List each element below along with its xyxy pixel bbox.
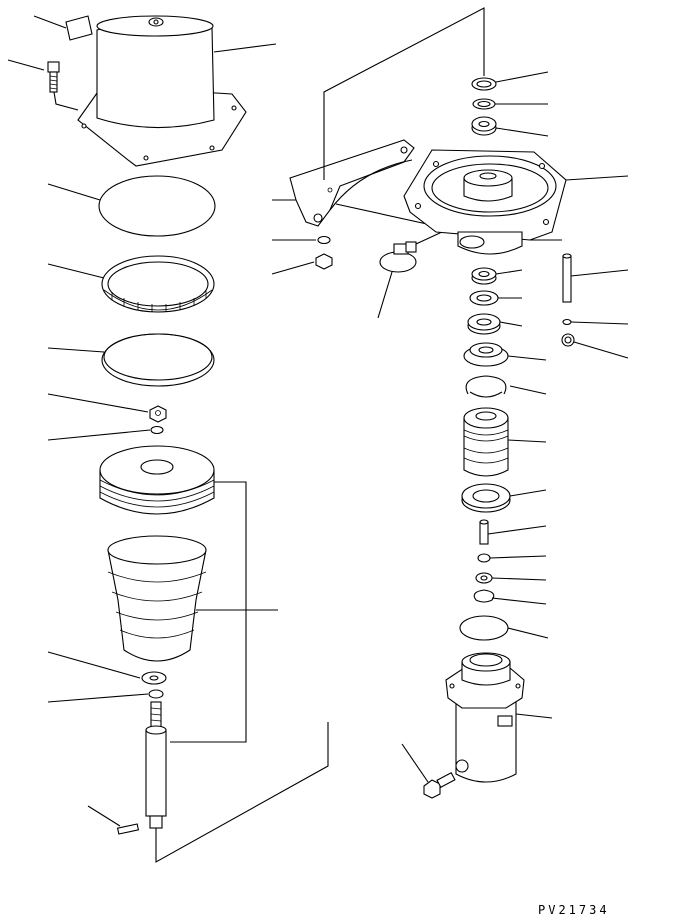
bellows-boot [107, 535, 278, 662]
snap-ring [465, 375, 547, 398]
membrane-disc [47, 175, 216, 237]
top-nut [471, 116, 549, 137]
seal-ring [47, 333, 215, 387]
washer [47, 651, 167, 685]
drawing-code: PV21734 [538, 903, 610, 917]
tag-plate [33, 15, 93, 41]
mounting-bolt [7, 59, 79, 111]
dome-cover [77, 15, 277, 167]
small-ring [475, 572, 547, 584]
piston-disc [99, 445, 247, 743]
valve-spool [463, 407, 547, 477]
guide-pin [562, 253, 629, 303]
spring-seat [463, 342, 547, 367]
pin [87, 805, 140, 835]
small-washer-lower [47, 689, 164, 703]
stack-washer-1 [469, 290, 522, 306]
lower-body [445, 652, 553, 783]
pin-clip [562, 318, 629, 326]
small-washer [47, 425, 164, 441]
retaining-ring [473, 589, 547, 605]
mounting-bracket [272, 7, 485, 227]
stack-nut-1 [471, 267, 523, 285]
large-seal [461, 483, 547, 513]
breather-plug [377, 231, 443, 319]
top-washer [472, 98, 548, 110]
stack-nut-2 [467, 313, 523, 335]
bracket-washer [272, 235, 331, 245]
toothed-ring [47, 255, 215, 313]
drain-bolt [401, 743, 456, 799]
pin-oring [561, 333, 629, 359]
filter-disc [459, 615, 549, 641]
piston-rod [145, 701, 329, 863]
small-cap [477, 553, 547, 563]
top-seal [471, 71, 549, 91]
small-nut [47, 393, 167, 423]
small-pin [479, 519, 547, 545]
bracket-nut [271, 253, 333, 275]
valve-housing [403, 149, 629, 255]
